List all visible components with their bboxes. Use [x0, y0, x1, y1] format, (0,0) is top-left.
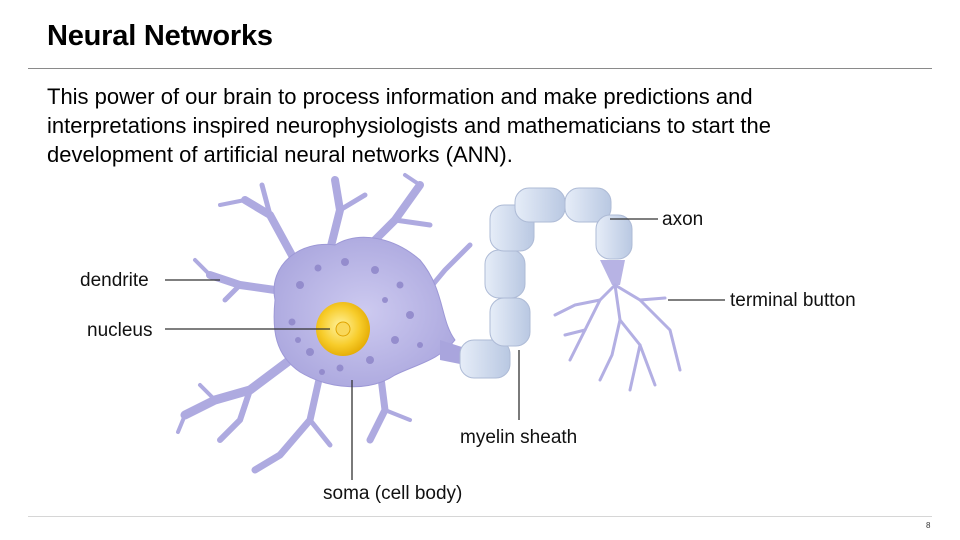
- slide-title: Neural Networks: [47, 20, 273, 52]
- leader-lines: [165, 218, 725, 480]
- title-divider: [28, 68, 932, 69]
- label-axon: axon: [662, 209, 703, 230]
- label-nucleus: nucleus: [87, 320, 153, 341]
- label-dendrite: dendrite: [80, 270, 149, 291]
- body-line-1: This power of our brain to process infor…: [47, 84, 753, 109]
- axon-end: [600, 260, 625, 285]
- myelin-sheath: [459, 187, 633, 379]
- label-soma: soma (cell body): [323, 483, 462, 504]
- footer-divider: [28, 516, 932, 517]
- axon-hillock: [440, 340, 465, 365]
- soma-dots: [288, 258, 423, 375]
- soma-body: [273, 236, 456, 388]
- page-number: 8: [926, 521, 931, 530]
- body-text: This power of our brain to process infor…: [47, 82, 907, 169]
- body-line-3: development of artificial neural network…: [47, 142, 513, 167]
- body-line-2: interpretations inspired neurophysiologi…: [47, 113, 771, 138]
- terminal-branches: [553, 283, 682, 392]
- label-terminal-button: terminal button: [730, 290, 856, 311]
- label-myelin-sheath: myelin sheath: [460, 427, 577, 448]
